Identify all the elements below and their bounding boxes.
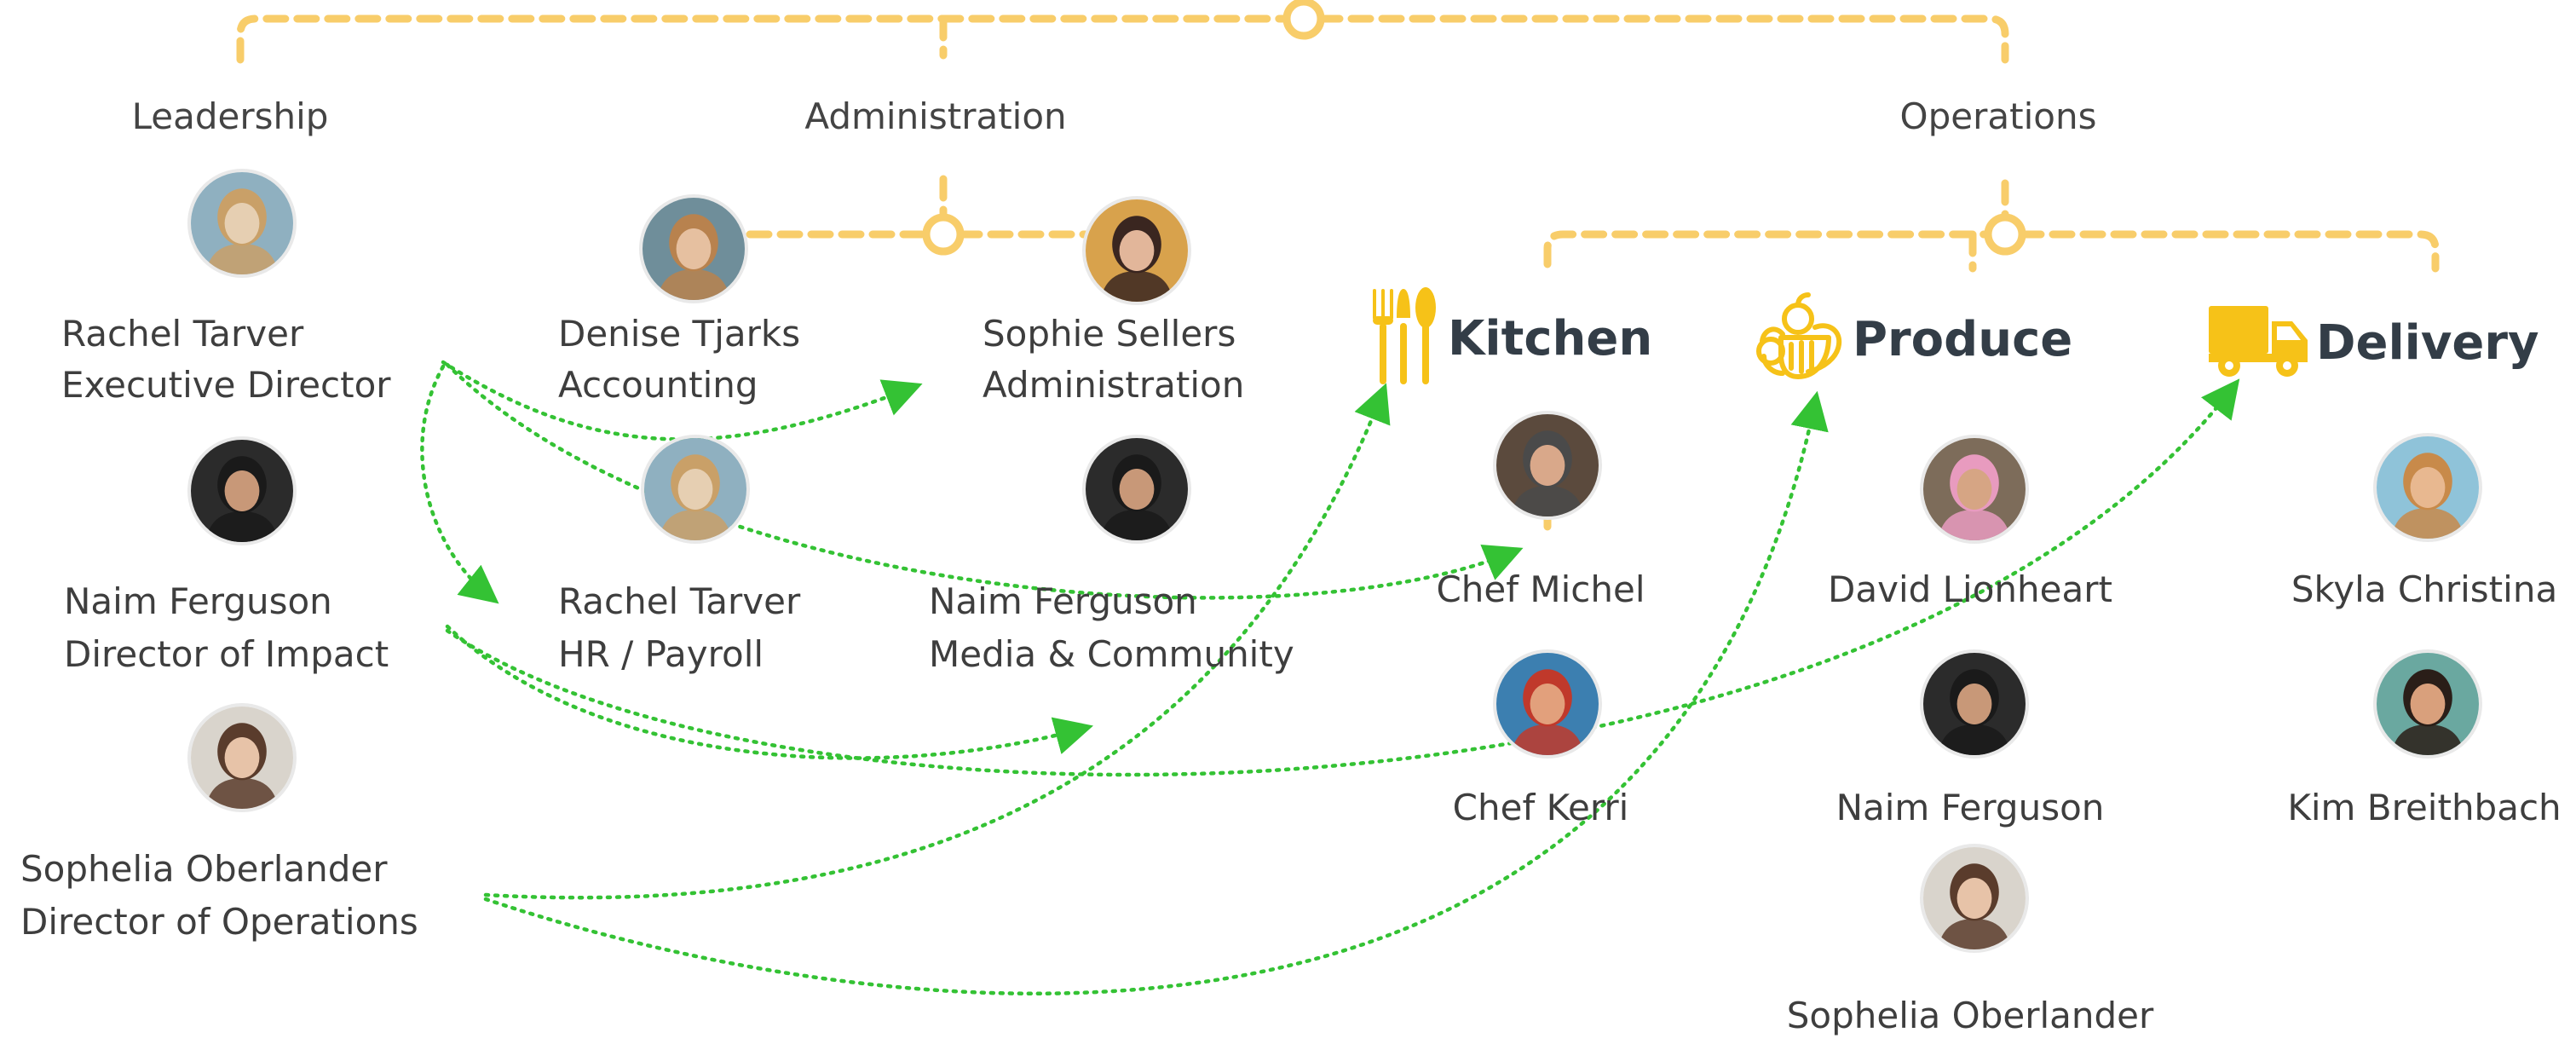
top-connector — [236, 14, 2009, 64]
operations-connector — [1543, 179, 2440, 533]
admin-sophie-name: Sophie Sellers — [983, 313, 1236, 355]
avatar — [187, 436, 297, 545]
admin-naim-role: Media & Community — [929, 633, 1294, 675]
admin-denise-name: Denise Tjarks — [558, 313, 801, 355]
utensils-icon — [1368, 286, 1443, 392]
admin-connector-node — [922, 213, 965, 256]
admin-rachel-name: Rachel Tarver — [558, 580, 801, 622]
arrow-naim-to-delivery — [445, 378, 2240, 777]
leader-naim-name: Naim Ferguson — [64, 580, 332, 622]
avatar — [1920, 649, 2029, 759]
avatar — [1920, 435, 2029, 544]
avatar — [641, 435, 750, 544]
group-title-leadership: Leadership — [131, 95, 329, 137]
leader-naim-role: Director of Impact — [64, 633, 389, 675]
admin-denise-role: Accounting — [558, 364, 758, 406]
dept-kitchen-title: Kitchen — [1448, 311, 1653, 366]
relationship-arrows — [420, 360, 2240, 995]
dept-delivery-header: Delivery — [2207, 303, 2539, 384]
leader-rachel-name: Rachel Tarver — [61, 313, 304, 355]
dept-delivery-title: Delivery — [2316, 315, 2539, 371]
leader-sophelia-name: Sophelia Oberlander — [20, 848, 388, 890]
top-connector-node — [1282, 0, 1325, 40]
dept-produce-header: Produce — [1747, 291, 2072, 388]
kitchen-member-name: Chef Michel — [1436, 568, 1645, 610]
dept-kitchen-header: Kitchen — [1368, 286, 1652, 392]
leader-rachel-role: Executive Director — [61, 364, 391, 406]
delivery-member-name: Kim Breithbach — [2287, 787, 2562, 828]
admin-naim-name: Naim Ferguson — [929, 580, 1197, 622]
avatar — [1493, 411, 1602, 520]
avatar — [187, 703, 297, 812]
produce-member-name: Naim Ferguson — [1835, 787, 2105, 828]
leader-sophelia-role: Director of Operations — [20, 901, 418, 943]
arrow-sophelia-to-kitchen — [483, 383, 1391, 900]
avatar — [2373, 649, 2482, 759]
arrow-rachel-to-hr-payroll — [420, 364, 499, 604]
group-title-operations: Operations — [1899, 95, 2097, 137]
avatar — [1082, 196, 1191, 305]
group-title-administration: Administration — [804, 95, 1067, 137]
admin-sophie-role: Administration — [983, 364, 1245, 406]
produce-member-name: Sophelia Oberlander — [1786, 995, 2154, 1036]
operations-connector-node — [1984, 213, 2026, 256]
kitchen-member-name: Chef Kerri — [1452, 787, 1629, 828]
delivery-member-name: Skyla Christina — [2291, 568, 2558, 610]
arrow-rachel-to-chef-michel — [445, 362, 1524, 600]
produce-member-name: David Lionheart — [1828, 568, 2112, 610]
avatar — [639, 194, 748, 303]
admin-rachel-role: HR / Payroll — [558, 633, 764, 675]
avatar — [1082, 435, 1191, 544]
fruit-basket-icon — [1747, 291, 1847, 388]
arrow-naim-to-media — [445, 624, 1094, 760]
avatar — [1493, 649, 1602, 759]
dept-produce-title: Produce — [1853, 312, 2073, 367]
truck-icon — [2207, 303, 2311, 384]
avatar — [1920, 844, 2029, 953]
avatar — [187, 169, 297, 278]
admin-connector — [746, 175, 1108, 239]
avatar — [2373, 433, 2482, 542]
arrow-rachel-to-administration — [441, 360, 923, 441]
